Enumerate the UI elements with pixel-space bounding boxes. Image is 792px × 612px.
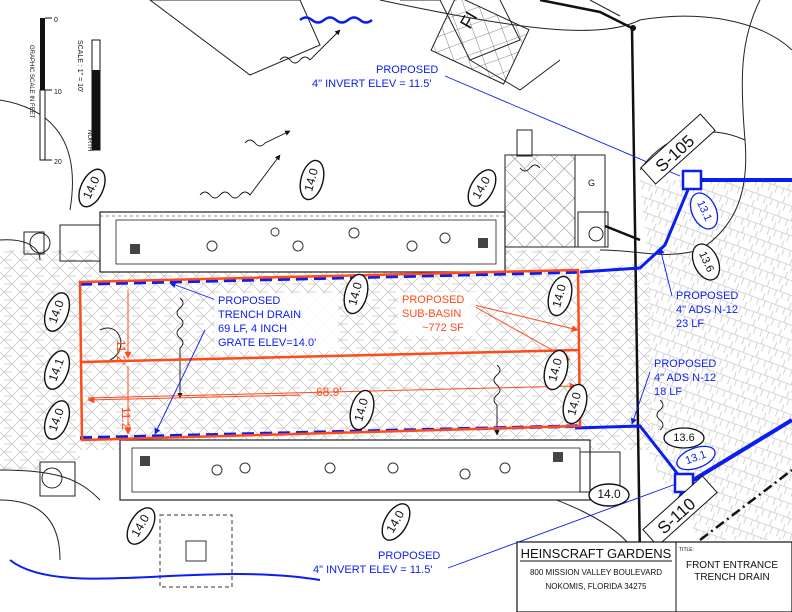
elevation-bubble [343,273,369,315]
svg-text:PROPOSED: PROPOSED [218,295,280,307]
elevation-bubble [126,507,156,545]
structure-s105 [681,169,703,191]
title-block [516,541,792,612]
svg-text:4" ADS N-12: 4" ADS N-12 [676,304,738,316]
elevation-label: 14.0 [545,356,565,382]
elevation-label: 14.0 [564,390,584,416]
elevation-label: 14.0 [549,282,569,308]
svg-text:69 LF, 4 INCH: 69 LF, 4 INCH [218,323,287,335]
svg-text:PROPOSED: PROPOSED [676,290,738,302]
elevation-bubble [381,503,411,541]
svg-text:TRENCH DRAIN: TRENCH DRAIN [218,309,301,321]
scale-bar [39,17,52,161]
sub-basin [78,268,582,442]
svg-text:PROPOSED: PROPOSED [654,358,716,370]
scale-caption: GRAPHIC SCALE IN FEET [28,45,34,119]
invert-13-6-bottom: 13.6 [673,432,694,444]
callout-sub-basin: PROPOSED SUB-BASIN ~772 SF [398,292,476,336]
scale-tick-10: 10 [54,89,62,96]
elevation-bubble [562,383,588,425]
svg-text:4" INVERT ELEV = 11.5': 4" INVERT ELEV = 11.5' [312,78,431,90]
dashed-pad [159,514,233,588]
svg-text:4" INVERT ELEV = 11.5': 4" INVERT ELEV = 11.5' [313,564,432,576]
elevation-bubble [588,483,630,507]
scale-tick-0: 0 [54,17,58,24]
svg-text:PROPOSED: PROPOSED [378,550,440,562]
drawing-title-1: FRONT ENTRANCE [686,560,778,571]
elevation-label: 14.0 [351,396,371,422]
elevation-bubble [467,169,497,207]
s105-tag: S-105 [640,113,716,185]
project-address-2: NOKOMIS, FLORIDA 34275 [546,582,647,591]
planter-bottom [39,439,621,501]
elevation-bubble [547,275,573,317]
dimension-length: 68.9' [316,385,342,399]
callout-ads-18: PROPOSED 4" ADS N-12 18 LF [654,358,716,398]
svg-text:PROPOSED: PROPOSED [402,294,464,306]
svg-text:4" ADS N-12: 4" ADS N-12 [654,372,716,384]
svg-text:G: G [588,178,595,188]
building-outline [149,0,561,91]
elevation-label: 14.0 [301,166,321,192]
elevation-bubble [349,389,375,431]
svg-text:~772 SF: ~772 SF [422,322,464,334]
flow-squiggles [176,29,664,436]
elevation-label: 14.0 [597,487,621,501]
leader-lines [154,75,681,569]
callout-ads-23: PROPOSED 4" ADS N-12 23 LF [676,290,738,330]
pavilion: G [504,129,609,248]
north-label: NORTH [86,130,92,151]
project-name: HEINSCRAFT GARDENS [521,546,672,561]
dimension-half-bottom: 11.2' [119,407,133,432]
planter-top [23,211,506,273]
title-tag: TITLE: [679,547,694,553]
elevation-bubble [43,292,71,332]
scale-tick-20: 20 [54,159,62,166]
elevation-bubble [43,400,71,440]
elevation-bubble [299,159,325,201]
drawing-title-2: TRENCH DRAIN [694,572,770,583]
scale-text: SCALE : 1" = 10' [76,40,83,92]
dimension-half-top: 11.2' [114,340,128,365]
elevation-bubble [543,349,569,391]
elevation-label: 14.0 [345,280,365,306]
svg-text:23 LF: 23 LF [676,318,704,330]
callout-trench-drain: PROPOSED TRENCH DRAIN 69 LF, 4 INCH GRAT… [214,293,338,351]
elevation-bubble [43,350,71,390]
svg-text:PROPOSED: PROPOSED [376,64,438,76]
svg-text:SUB-BASIN: SUB-BASIN [402,308,461,320]
invert-bubbles: 13.1 13.6 13.6 13.1 [663,192,721,471]
callout-invert-top: PROPOSED 4" INVERT ELEV = 11.5' [312,64,438,90]
svg-text:18 LF: 18 LF [654,386,682,398]
svg-text:GRATE ELEV=14.0': GRATE ELEV=14.0' [218,337,316,349]
north-arrow [91,39,101,151]
callout-invert-bottom: PROPOSED 4" INVERT ELEV = 11.5' [313,550,440,576]
elevation-bubble [78,168,106,208]
project-address-1: 800 MISSION VALLEY BOULEVARD [530,568,662,577]
